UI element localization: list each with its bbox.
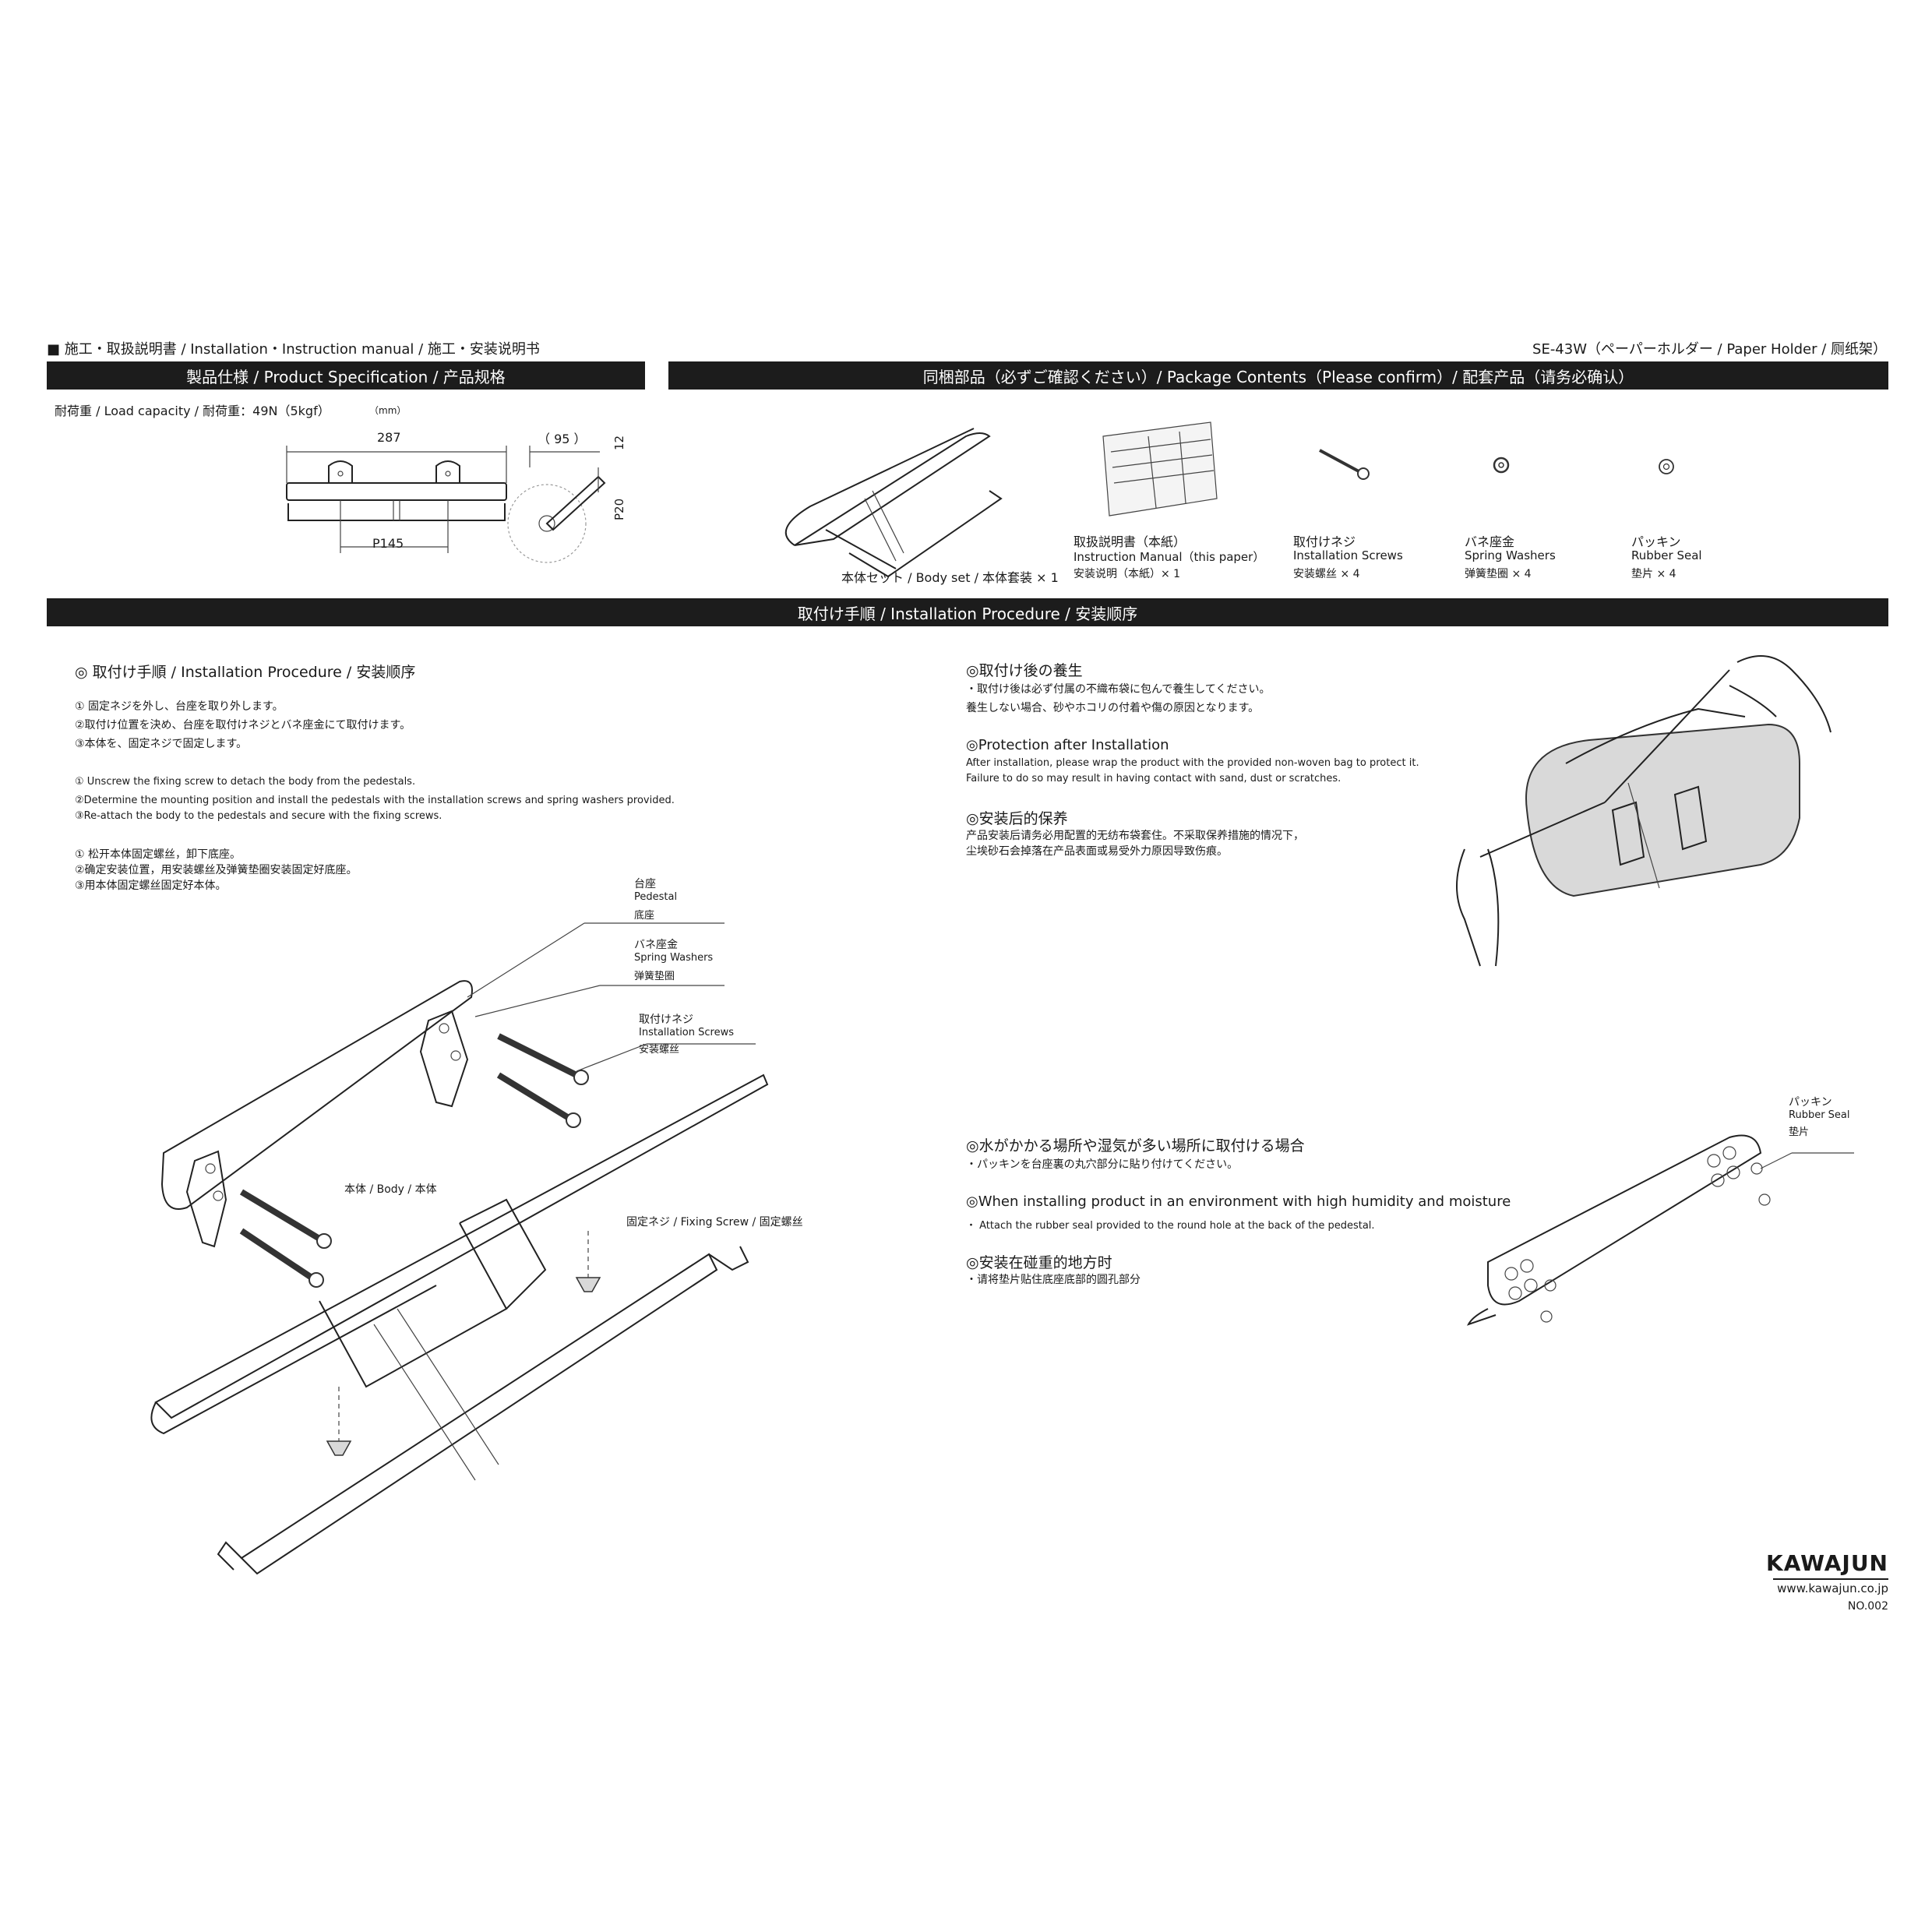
humidity-seal-en: Rubber Seal xyxy=(1789,1109,1850,1121)
procedure-en-3: ③Re-attach the body to the pedestals and… xyxy=(75,810,442,822)
procedure-jp-2: ②取付け位置を決め、台座を取付けネジとバネ座金にて取付けます。 xyxy=(75,719,411,732)
callout-leader-lines xyxy=(467,922,756,1072)
dim-pitch: P145 xyxy=(372,536,404,551)
kawajun-logo: KAWAJUN xyxy=(1766,1550,1888,1576)
callout-screws-cn: 安装螺丝 xyxy=(639,1044,680,1056)
website-url[interactable]: www.kawajun.co.jp xyxy=(1777,1581,1888,1595)
procedure-bar: 取付け手順 / Installation Procedure / 安装顺序 xyxy=(47,598,1888,626)
procedure-cn-2: ②确定安装位置，用安装螺丝及弹簧垫圈安装固定好底座。 xyxy=(75,864,358,876)
seal-cn: 垫片 × 4 xyxy=(1631,568,1676,580)
callout-screws-en: Installation Screws xyxy=(639,1027,734,1038)
front-view-drawing xyxy=(286,446,507,553)
washers-en: Spring Washers xyxy=(1465,548,1556,562)
document-number: NO.002 xyxy=(1847,1600,1888,1613)
protection-jp-line-1: ・取付け後は必ず付属の不織布袋に包んで養生してください。 xyxy=(966,683,1271,696)
callout-pedestal-cn: 底座 xyxy=(634,910,655,922)
humidity-jp-title: ◎水がかかる場所や湿気が多い場所に取付ける場合 xyxy=(966,1137,1305,1155)
protection-cn-line-1: 产品安装后请务必用配置的无纺布袋套住。不采取保养措施的情况下， xyxy=(966,830,1304,842)
body-set-illustration xyxy=(784,428,1003,578)
callout-body: 本体 / Body / 本体 xyxy=(344,1183,437,1196)
procedure-en-2: ②Determine the mounting position and ins… xyxy=(75,795,675,806)
callout-pedestal-jp: 台座 xyxy=(634,878,656,890)
screws-en: Installation Screws xyxy=(1293,548,1403,562)
procedure-jp-3: ③本体を、固定ネジで固定します。 xyxy=(75,738,248,750)
screws-cn: 安装螺丝 × 4 xyxy=(1293,568,1360,580)
callout-washers-jp: バネ座金 xyxy=(634,939,678,951)
protection-jp-line-2: 養生しない場合、砂やホコリの付着や傷の原因となります。 xyxy=(966,702,1260,714)
seal-jp: パッキン xyxy=(1631,534,1681,549)
dim-p20: P20 xyxy=(612,498,626,520)
body-set-label: 本体セット / Body set / 本体套装 × 1 xyxy=(841,570,1059,585)
protection-cn-line-2: 尘埃砂石会掉落在产品表面或易受外力原因导致伤痕。 xyxy=(966,845,1228,858)
protection-en-line-1: After installation, please wrap the prod… xyxy=(966,757,1419,769)
screws-jp: 取付けネジ xyxy=(1293,534,1356,549)
callout-pedestal-en: Pedestal xyxy=(634,891,678,903)
humidity-en-line: ・ Attach the rubber seal provided to the… xyxy=(966,1220,1375,1232)
humidity-jp-line: ・パッキンを台座裏の丸穴部分に貼り付けてください。 xyxy=(966,1158,1239,1171)
protection-cn-title: ◎安装后的保养 xyxy=(966,810,1068,827)
screw-illustration xyxy=(1319,449,1370,480)
manual-title: ■ 施工・取扱説明書 / Installation・Instruction ma… xyxy=(47,341,540,358)
protection-jp-title: ◎取付け後の養生 xyxy=(966,662,1083,679)
procedure-cn-3: ③用本体固定螺丝固定好本体。 xyxy=(75,880,227,892)
unit-label: （mm） xyxy=(369,405,407,416)
procedure-cn-1: ① 松开本体固定螺丝，卸下底座。 xyxy=(75,848,242,861)
callout-washers-cn: 弹簧垫圈 xyxy=(634,971,675,982)
procedure-jp-1: ① 固定ネジを外し、台座を取り外します。 xyxy=(75,700,284,713)
callout-screws-jp: 取付けネジ xyxy=(639,1014,693,1026)
dim-12: 12 xyxy=(612,435,626,450)
side-view-drawing xyxy=(507,446,606,563)
package-bar: 同梱部品（必ずご確認ください）/ Package Contents（Please… xyxy=(668,361,1888,390)
procedure-en-1: ① Unscrew the fixing screw to detach the… xyxy=(75,776,416,788)
bag-wrapping-illustration xyxy=(1456,655,1832,967)
procedure-heading: ◎ 取付け手順 / Installation Procedure / 安装顺序 xyxy=(75,664,416,681)
logo-underline xyxy=(1773,1578,1888,1580)
dim-width: 287 xyxy=(377,430,401,445)
load-capacity: 耐荷重 / Load capacity / 耐荷重：49N（5kgf） xyxy=(55,404,330,418)
manual-jp: 取扱説明書（本紙） xyxy=(1074,534,1186,549)
rubber-seal-application-illustration xyxy=(1467,1134,1854,1326)
callout-fixing-screw: 固定ネジ / Fixing Screw / 固定螺丝 xyxy=(626,1216,803,1229)
washers-cn: 弹簧垫圈 × 4 xyxy=(1465,568,1532,580)
rubber-seal-illustration xyxy=(1659,459,1674,474)
protection-en-line-2: Failure to do so may result in having co… xyxy=(966,773,1341,784)
seal-en: Rubber Seal xyxy=(1631,548,1702,562)
humidity-cn-line: ・请将垫片贴住底座底部的圆孔部分 xyxy=(966,1274,1141,1286)
spec-bar: 製品仕様 / Product Specification / 产品规格 xyxy=(47,361,645,390)
humidity-seal-jp: パッキン xyxy=(1789,1096,1832,1109)
dim-depth: （ 95 ） xyxy=(538,432,587,446)
exploded-installation-drawing xyxy=(150,980,769,1575)
manual-en: Instruction Manual（this paper） xyxy=(1074,550,1265,564)
humidity-cn-title: ◎安装在碰重的地方时 xyxy=(966,1254,1112,1271)
protection-en-title: ◎Protection after Installation xyxy=(966,737,1169,753)
product-model: SE-43W（ペーパーホルダー / Paper Holder / 厕纸架） xyxy=(1532,341,1887,358)
washers-jp: バネ座金 xyxy=(1465,534,1515,549)
spring-washer-illustration xyxy=(1493,457,1510,474)
manual-cn: 安装说明（本紙）× 1 xyxy=(1074,568,1181,580)
manual-illustration xyxy=(1102,421,1218,516)
humidity-en-title: ◎When installing product in an environme… xyxy=(966,1193,1511,1210)
callout-washers-en: Spring Washers xyxy=(634,952,714,964)
humidity-seal-cn: 垫片 xyxy=(1789,1126,1810,1138)
